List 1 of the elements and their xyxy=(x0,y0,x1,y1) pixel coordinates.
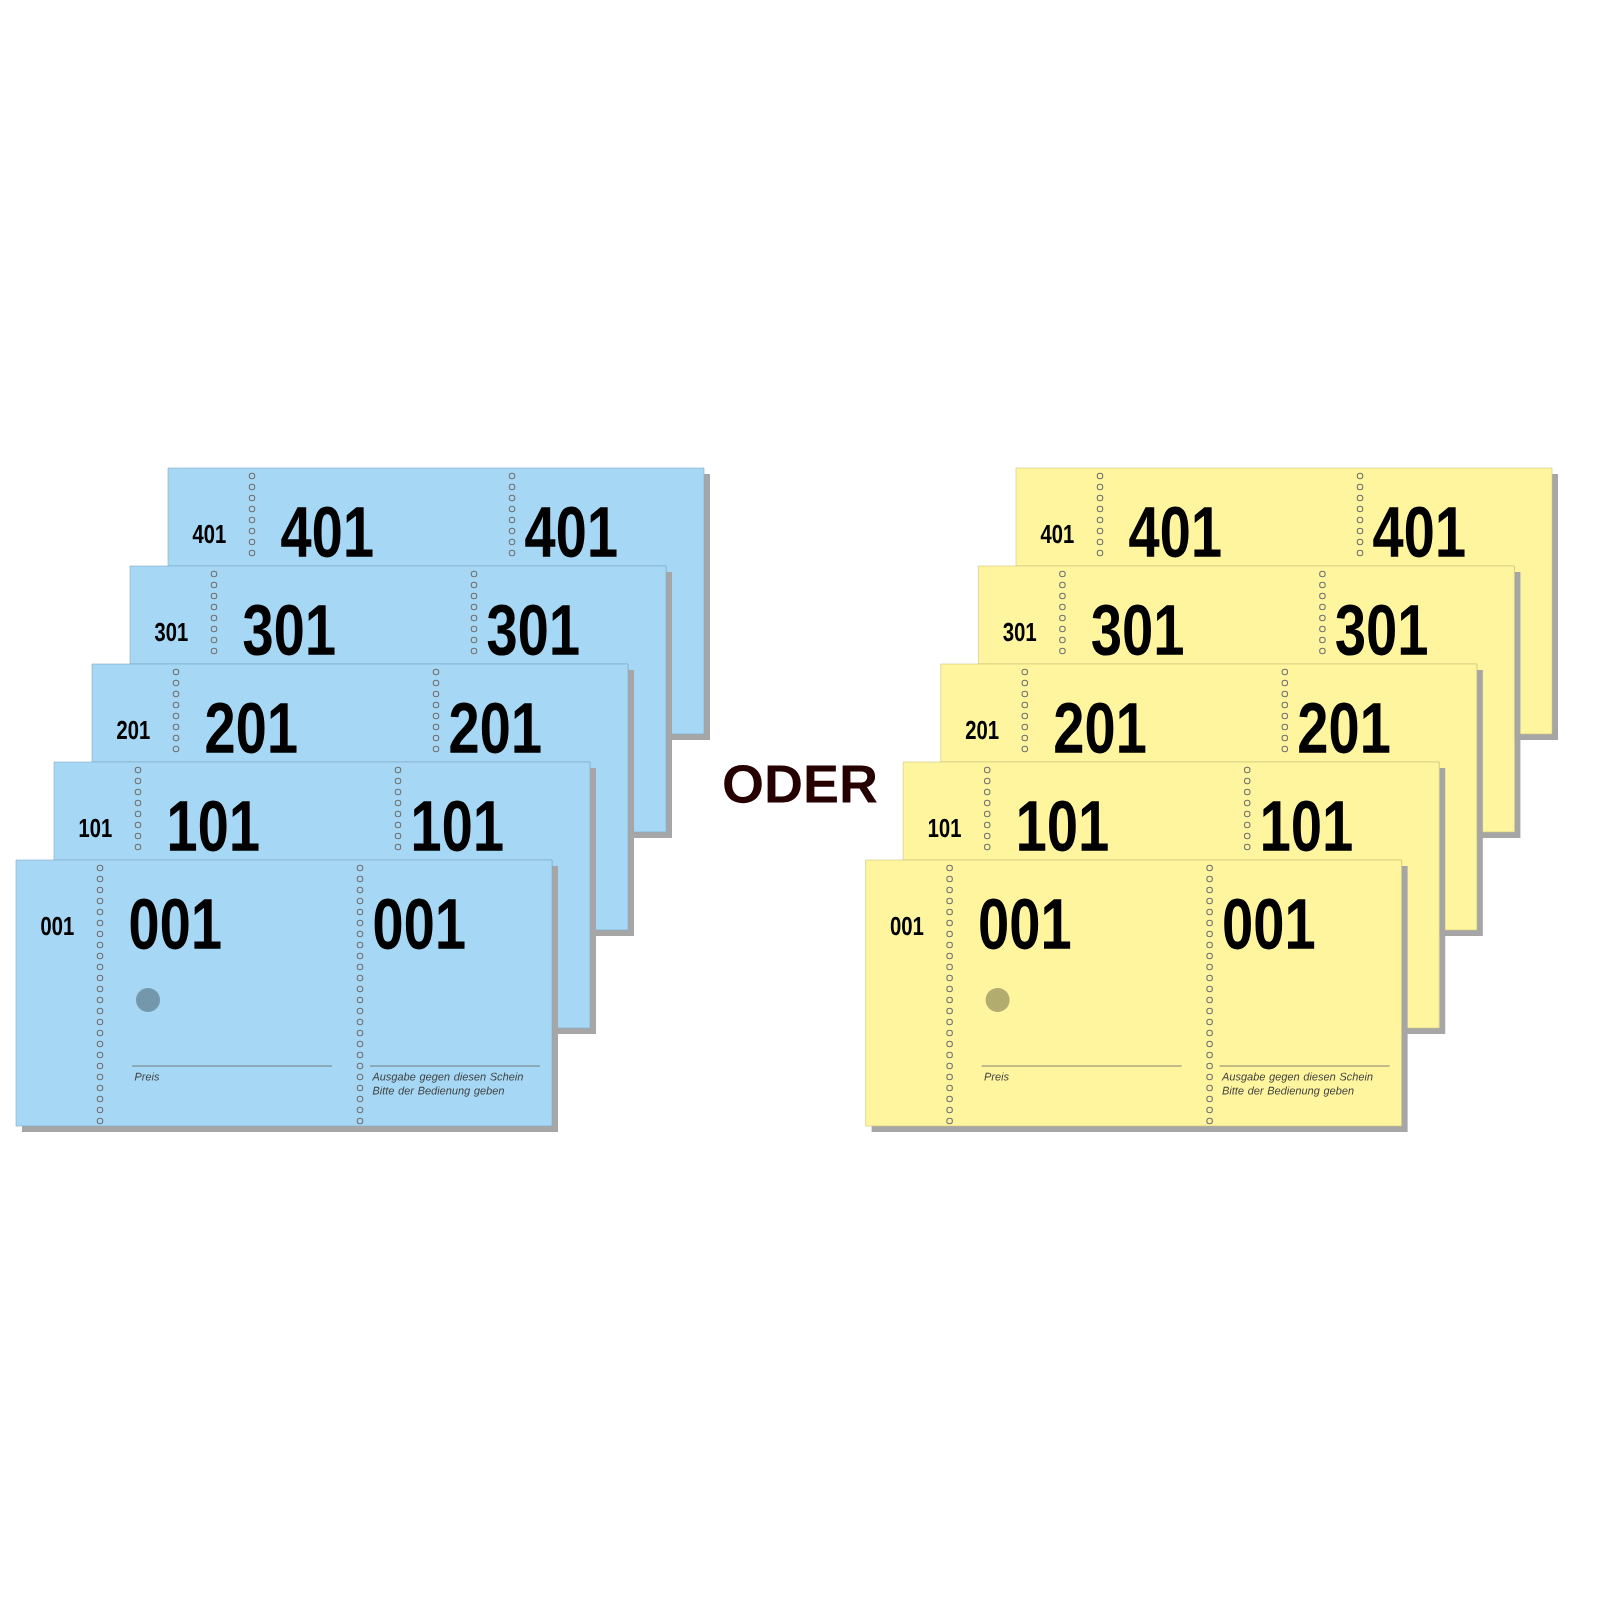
separator-word: ODER xyxy=(724,764,877,804)
